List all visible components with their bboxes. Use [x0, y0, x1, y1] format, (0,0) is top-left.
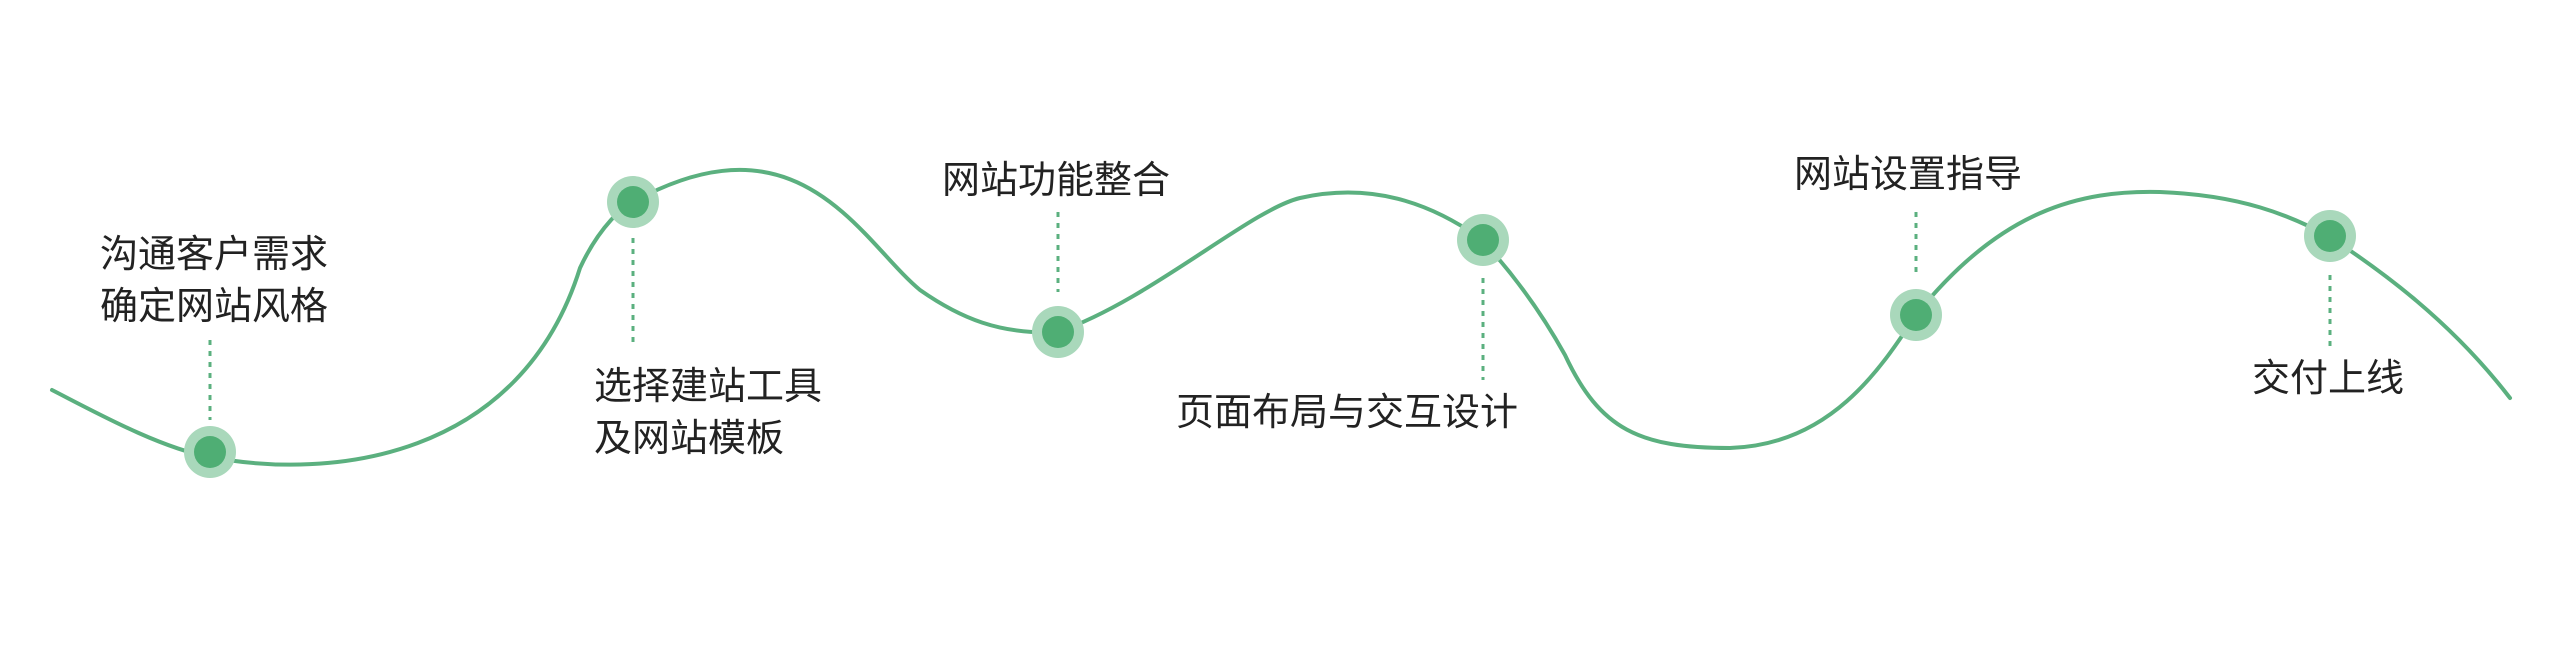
- step-4-label: 页面布局与交互设计: [1176, 386, 1518, 438]
- step-2-label-line-1: 选择建站工具: [594, 364, 823, 408]
- step-5-label-line-1: 网站设置指导: [1794, 152, 2023, 196]
- node-step-3: [1032, 306, 1084, 358]
- step-1-label-line-2: 确定网站风格: [100, 284, 329, 328]
- timeline-curve: [50, 167, 2512, 467]
- step-6-label-line-1: 交付上线: [2252, 356, 2405, 400]
- node-step-4: [1457, 214, 1509, 266]
- step-3-label-line-1: 网站功能整合: [942, 158, 1171, 202]
- step-4-label-line-1: 页面布局与交互设计: [1176, 390, 1519, 434]
- step-5-label: 网站设置指导: [1794, 148, 2022, 200]
- step-3-label: 网站功能整合: [942, 154, 1170, 206]
- node-step-2: [607, 176, 659, 228]
- node-step-6: [2304, 210, 2356, 262]
- step-1-label: 沟通客户需求 确定网站风格: [100, 228, 328, 332]
- step-2-label: 选择建站工具 及网站模板: [594, 360, 822, 464]
- node-step-1: [184, 426, 236, 478]
- node-step-5: [1890, 289, 1942, 341]
- step-1-label-line-1: 沟通客户需求: [100, 232, 329, 276]
- step-2-label-line-2: 及网站模板: [594, 416, 785, 460]
- step-6-label: 交付上线: [2252, 352, 2404, 404]
